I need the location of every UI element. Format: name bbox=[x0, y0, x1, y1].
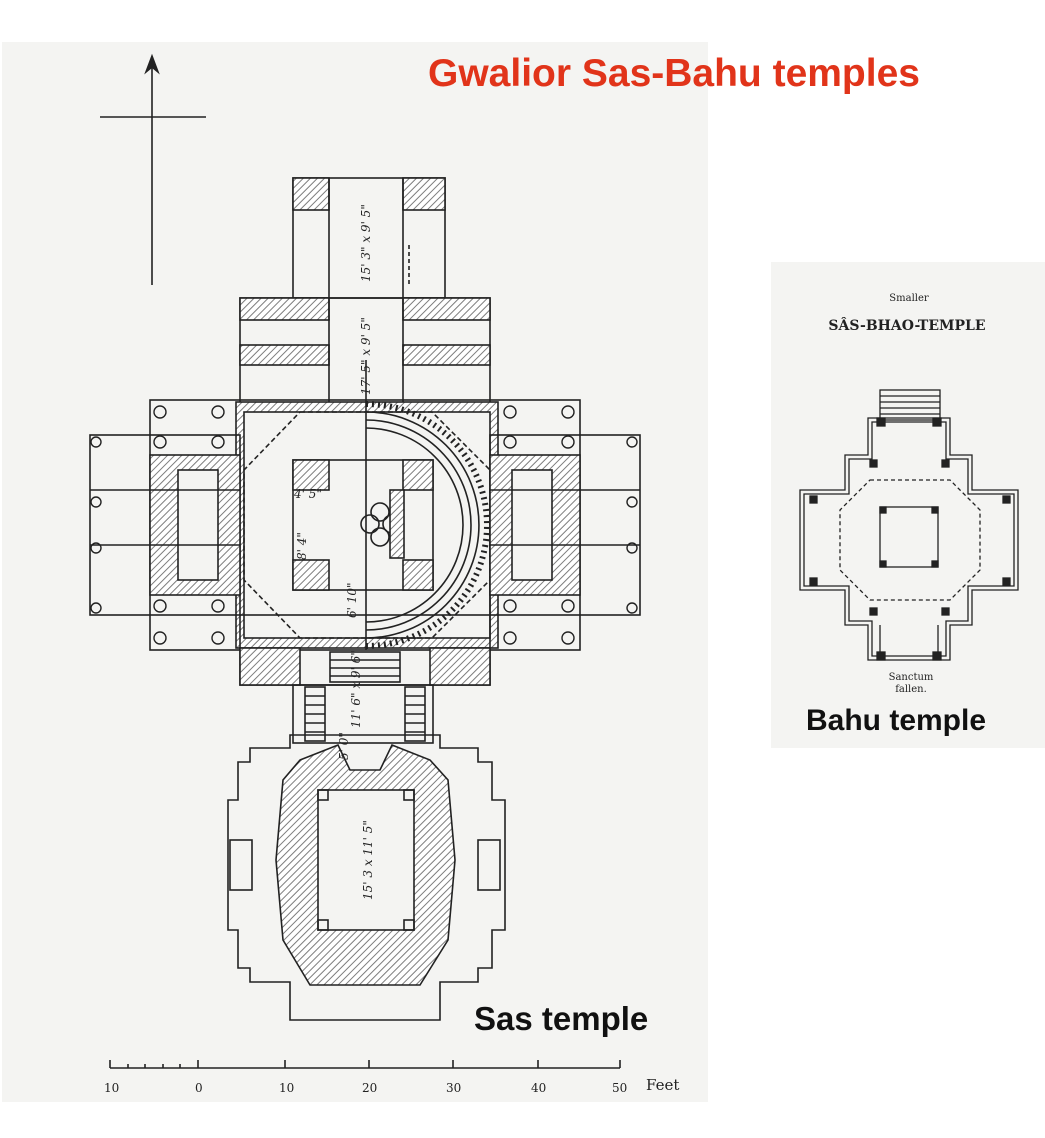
scale-tick: 40 bbox=[531, 1081, 546, 1095]
dim-porch: 15' 3" x 9' 5" bbox=[359, 204, 373, 282]
dim-2: 8' 4" bbox=[295, 532, 309, 560]
north-arrow-icon bbox=[100, 53, 206, 285]
dim-sanctum: 15' 3 x 11' 5" bbox=[361, 820, 375, 900]
dim-hall: 17' 5" x 9' 5" bbox=[359, 317, 373, 395]
bahu-text: Smaller SÂS-BHAO-TEMPLE Sanctum fallen. bbox=[828, 293, 985, 695]
sas-temple-label: Sas temple bbox=[474, 1000, 649, 1037]
scale-bar bbox=[109, 1060, 621, 1069]
sas-dimension-labels: 15' 3" x 9' 5" 17' 5" x 9' 5" 4' 5" 8' 4… bbox=[293, 204, 375, 900]
bahu-temple-plan-plate bbox=[771, 262, 1045, 748]
scale-tick: 30 bbox=[446, 1081, 461, 1095]
page-title: Gwalior Sas-Bahu temples bbox=[428, 52, 920, 95]
scale-tick: 50 bbox=[612, 1081, 627, 1095]
bahu-outline bbox=[799, 417, 1019, 661]
scale-tick: 10 bbox=[279, 1081, 294, 1095]
dim-1: 4' 5" bbox=[293, 487, 322, 501]
sanctum-outline bbox=[227, 734, 506, 1021]
scale-tick: 0 bbox=[195, 1081, 203, 1095]
sas-temple-plan bbox=[89, 53, 641, 1069]
scale-labels: 10 0 10 20 30 40 50 Feet bbox=[104, 1076, 679, 1095]
bahu-temple-plan bbox=[799, 389, 1019, 661]
dim-3: 6' 10" bbox=[345, 582, 359, 618]
bahu-caption-small: Smaller bbox=[889, 293, 929, 304]
bahu-note-2: fallen. bbox=[895, 684, 927, 695]
garbhagriha bbox=[317, 789, 415, 931]
bahu-caption-main: SÂS-BHAO-TEMPLE bbox=[828, 316, 985, 334]
scale-unit: Feet bbox=[646, 1076, 679, 1094]
bahu-note-1: Sanctum bbox=[889, 672, 934, 683]
scale-tick: 10 bbox=[104, 1081, 119, 1095]
dim-vestibule: 11' 6" x 9' 6" bbox=[349, 650, 363, 728]
bahu-temple-label: Bahu temple bbox=[806, 704, 987, 737]
stairs bbox=[304, 651, 426, 742]
column-markers bbox=[90, 405, 638, 645]
dim-vestibule-2: 5' 0" bbox=[337, 732, 351, 760]
scale-tick: 20 bbox=[362, 1081, 377, 1095]
